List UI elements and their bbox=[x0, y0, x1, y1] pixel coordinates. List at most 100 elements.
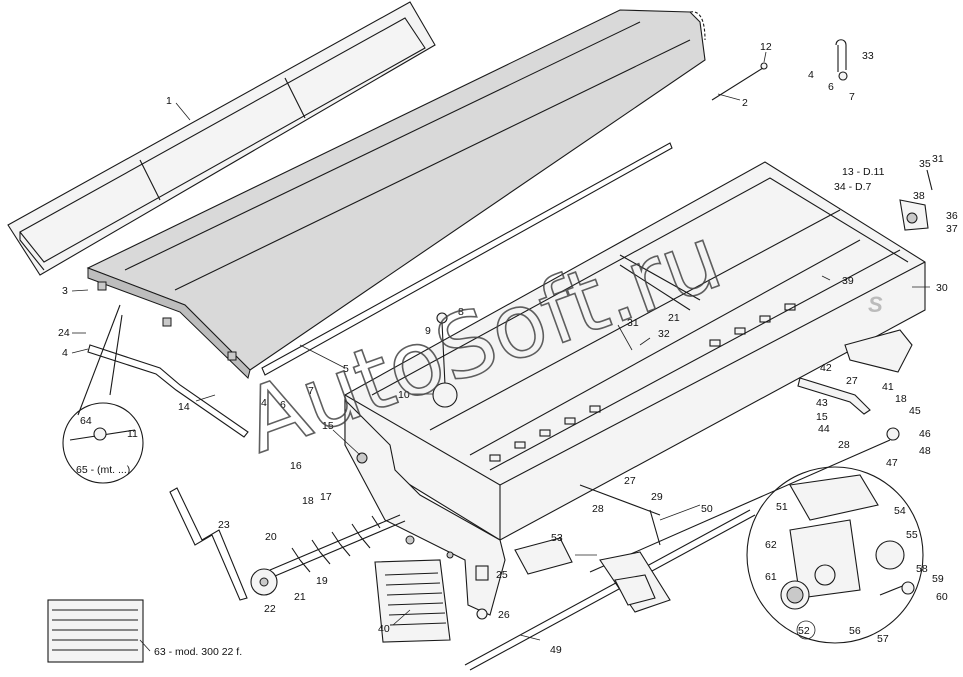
part-63-sticker bbox=[47, 599, 144, 663]
callout-18-left: 18 bbox=[302, 495, 314, 507]
callout-46: 46 bbox=[919, 428, 931, 440]
callout-3: 3 bbox=[62, 285, 68, 297]
part-15-side-panel bbox=[344, 398, 506, 616]
callout-6-mid: 6 bbox=[280, 399, 286, 411]
callout-41: 41 bbox=[882, 381, 894, 393]
callout-35: 35 bbox=[919, 158, 931, 170]
detail-circle-64 bbox=[62, 304, 144, 484]
callout-51: 51 bbox=[776, 501, 788, 513]
callout-13: 13 - D.11 bbox=[842, 166, 885, 178]
callout-11: 11 bbox=[127, 428, 138, 440]
part-23-crank bbox=[169, 487, 248, 601]
callout-7-mid: 7 bbox=[308, 385, 314, 397]
callout-29: 29 bbox=[651, 491, 663, 503]
callout-31-top: 31 bbox=[932, 153, 944, 165]
callout-10: 10 bbox=[398, 389, 410, 401]
callout-49: 49 bbox=[550, 644, 562, 656]
callout-28-right: 28 bbox=[838, 439, 850, 451]
callout-30: 30 bbox=[936, 282, 948, 294]
callout-24: 24 bbox=[58, 327, 70, 339]
callout-55: 55 bbox=[906, 529, 918, 541]
callout-64: 64 bbox=[80, 415, 92, 427]
callout-43: 43 bbox=[816, 397, 828, 409]
part-25-knob bbox=[475, 565, 489, 581]
callout-40: 40 bbox=[378, 623, 390, 635]
callout-48: 48 bbox=[919, 445, 931, 457]
callout-14: 14 bbox=[178, 401, 190, 413]
detail-circle-52 bbox=[746, 466, 924, 644]
callout-21-left: 21 bbox=[294, 591, 306, 603]
callout-63: 63 - mod. 300 22 f. bbox=[154, 646, 242, 658]
callout-15b: 15 bbox=[816, 411, 828, 423]
callout-44: 44 bbox=[818, 423, 830, 435]
callout-27-right: 27 bbox=[846, 375, 858, 387]
callout-15: 15 bbox=[322, 420, 334, 432]
gearbox-assembly bbox=[599, 551, 671, 613]
callout-57: 57 bbox=[877, 633, 889, 645]
callout-labels: 1 2 3 4 4 4 5 6 6 7 7 8 9 10 11 12 13 - … bbox=[58, 41, 958, 658]
callout-42: 42 bbox=[820, 362, 832, 374]
part-19-agitator-shaft bbox=[269, 514, 406, 577]
callout-61: 61 bbox=[765, 571, 777, 583]
callout-25: 25 bbox=[496, 569, 508, 581]
part-29-lever bbox=[579, 484, 661, 546]
callout-4-mid: 4 bbox=[261, 397, 267, 409]
callout-52-ring bbox=[796, 620, 816, 640]
callout-21-top: 21 bbox=[668, 312, 680, 324]
callout-7-top: 7 bbox=[849, 91, 855, 103]
callout-39: 39 bbox=[842, 275, 854, 287]
callout-38: 38 bbox=[913, 190, 925, 202]
callout-31-left: 31 bbox=[627, 317, 639, 329]
callout-34: 34 - D.7 bbox=[834, 181, 872, 193]
callout-33: 33 bbox=[862, 50, 874, 62]
callout-6-top: 6 bbox=[828, 81, 834, 93]
callout-47: 47 bbox=[886, 457, 898, 469]
callout-2: 2 bbox=[742, 97, 748, 109]
callout-50: 50 bbox=[701, 503, 713, 515]
callout-9: 9 bbox=[425, 325, 431, 337]
callout-5: 5 bbox=[343, 363, 349, 375]
callout-58: 58 bbox=[916, 563, 928, 575]
callout-32: 32 bbox=[658, 328, 670, 340]
part-26-nut bbox=[476, 608, 488, 620]
part-5-strip bbox=[261, 142, 673, 376]
part-14-lever bbox=[87, 344, 249, 438]
callout-23: 23 bbox=[218, 519, 230, 531]
callout-59: 59 bbox=[932, 573, 944, 585]
part-3-cover bbox=[86, 9, 706, 379]
leader-lines bbox=[71, 51, 930, 652]
callout-16: 16 bbox=[290, 460, 302, 472]
callout-20: 20 bbox=[265, 531, 277, 543]
part-42-arm bbox=[797, 377, 900, 441]
callout-17: 17 bbox=[320, 491, 332, 503]
callout-65: 65 - (mt. ...) bbox=[76, 464, 130, 476]
callout-12: 12 bbox=[760, 41, 772, 53]
callout-4-left: 4 bbox=[62, 347, 68, 359]
callout-22: 22 bbox=[264, 603, 276, 615]
part-22-flange bbox=[250, 568, 278, 596]
callout-28-mid: 28 bbox=[592, 503, 604, 515]
callout-54: 54 bbox=[894, 505, 906, 517]
part-50-rail bbox=[589, 439, 891, 573]
part-49-rail bbox=[464, 509, 756, 671]
part-40-sticker bbox=[374, 559, 451, 643]
callout-1: 1 bbox=[166, 95, 172, 107]
callout-45: 45 bbox=[909, 405, 921, 417]
callout-19: 19 bbox=[316, 575, 328, 587]
hopper-logo: S bbox=[868, 292, 883, 317]
callout-36: 36 bbox=[946, 210, 958, 222]
callout-52: 52 bbox=[798, 625, 810, 637]
callout-53: 53 bbox=[551, 532, 563, 544]
part-1-grille-frame bbox=[7, 1, 436, 276]
callout-18-right: 18 bbox=[895, 393, 907, 405]
callout-56: 56 bbox=[849, 625, 861, 637]
part-10-ball-rod bbox=[432, 312, 458, 408]
part-33-pin bbox=[835, 39, 848, 81]
part-30-hopper-body: S bbox=[344, 161, 926, 541]
callout-37: 37 bbox=[946, 223, 958, 235]
part-53-plate bbox=[514, 537, 573, 575]
callout-8: 8 bbox=[458, 306, 464, 318]
hopper-slots bbox=[489, 303, 796, 462]
callout-27-mid: 27 bbox=[624, 475, 636, 487]
